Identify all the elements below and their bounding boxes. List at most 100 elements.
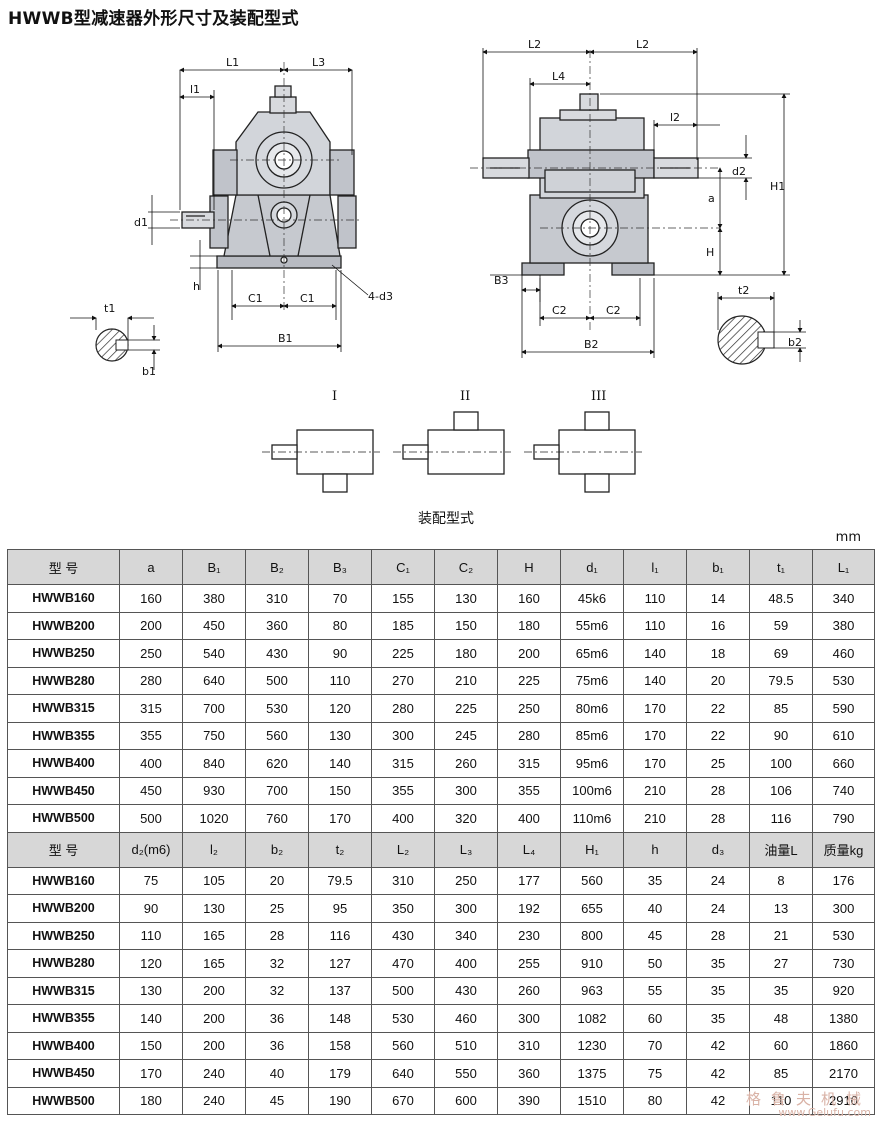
table-cell: 340 (434, 921, 498, 950)
table-cell: 20 (686, 666, 750, 695)
table-cell: 45k6 (560, 584, 624, 613)
table-cell: 260 (434, 749, 498, 778)
table-cell: 28 (686, 921, 750, 950)
side-view (482, 93, 699, 276)
table-cell: 200 (119, 611, 183, 640)
table-cell: 655 (560, 894, 624, 923)
table-cell: 400 (371, 804, 435, 833)
label-C2b: C2 (606, 304, 621, 317)
label-C1a: C1 (248, 292, 263, 305)
table-cell: 910 (560, 949, 624, 978)
model-cell: HWWB450 (7, 776, 120, 805)
table-cell: 225 (434, 694, 498, 723)
table-cell: 24 (686, 866, 750, 895)
mode-labels: I II III (332, 389, 606, 404)
header-cell: d₁ (560, 549, 624, 585)
table-cell: 225 (371, 639, 435, 668)
table-cell: 230 (497, 921, 561, 950)
table-cell: 110m6 (560, 804, 624, 833)
table-cell: 150 (308, 776, 372, 805)
table-cell: 165 (182, 949, 246, 978)
table-cell: 80 (623, 1086, 687, 1115)
table-cell: 380 (812, 611, 875, 640)
mode-label-2: II (460, 389, 470, 404)
table-cell: 13 (749, 894, 813, 923)
table-cell: 110 (623, 584, 687, 613)
table-cell: 18 (686, 639, 750, 668)
table-cell: 360 (497, 1059, 561, 1088)
label-b2: b2 (788, 336, 802, 349)
mode-label-3: III (591, 389, 606, 404)
table-cell: 170 (119, 1059, 183, 1088)
table-cell: 260 (497, 976, 561, 1005)
header-cell: b₁ (686, 549, 750, 585)
header-cell: t₁ (749, 549, 813, 585)
model-cell: HWWB500 (7, 804, 120, 833)
label-L1: L1 (226, 56, 239, 69)
table-cell: 500 (119, 804, 183, 833)
table-cell: 130 (308, 721, 372, 750)
table-cell: 640 (182, 666, 246, 695)
table-cell: 180 (434, 639, 498, 668)
label-b1: b1 (142, 365, 156, 378)
table-cell: 245 (434, 721, 498, 750)
table-cell: 24 (686, 894, 750, 923)
table-cell: 69 (749, 639, 813, 668)
model-cell: HWWB400 (7, 1031, 120, 1060)
table-cell: 1380 (812, 1004, 875, 1033)
key-section-1 (70, 315, 160, 370)
table-cell: 110 (119, 921, 183, 950)
model-cell: HWWB200 (7, 894, 120, 923)
table-cell: 2170 (812, 1059, 875, 1088)
table-cell: 160 (119, 584, 183, 613)
table-cell: 130 (182, 894, 246, 923)
table-cell: 75m6 (560, 666, 624, 695)
header-cell: h (623, 831, 687, 868)
model-cell: HWWB160 (7, 866, 120, 895)
table-cell: 400 (119, 749, 183, 778)
table-cell: 200 (182, 1031, 246, 1060)
table-cell: 560 (245, 721, 309, 750)
label-C1b: C1 (300, 292, 315, 305)
label-h: h (193, 280, 200, 293)
table-cell: 8 (749, 866, 813, 895)
table-cell: 550 (434, 1059, 498, 1088)
table-cell: 35 (623, 866, 687, 895)
table-cell: 170 (623, 694, 687, 723)
header-cell: l₁ (623, 549, 687, 585)
label-L3: L3 (312, 56, 325, 69)
table-cell: 640 (371, 1059, 435, 1088)
mode-label-1: I (332, 389, 337, 404)
table-cell: 60 (749, 1031, 813, 1060)
header-cell: l₂ (182, 831, 246, 868)
label-d1: d1 (134, 216, 148, 229)
table-cell: 250 (434, 866, 498, 895)
assembly-mode-3 (524, 411, 642, 493)
table-cell: 355 (119, 721, 183, 750)
table-cell: 20 (245, 866, 309, 895)
table-cell: 2910 (812, 1086, 875, 1115)
table-cell: 185 (371, 611, 435, 640)
header-cell: 质量kg (812, 831, 875, 868)
table-cell: 130 (119, 976, 183, 1005)
table-cell: 430 (245, 639, 309, 668)
table-cell: 170 (623, 749, 687, 778)
table-cell: 200 (497, 639, 561, 668)
table-cell: 500 (245, 666, 309, 695)
side-centerlines (470, 50, 720, 330)
table-cell: 530 (812, 921, 875, 950)
table-cell: 250 (119, 639, 183, 668)
table-cell: 390 (497, 1086, 561, 1115)
header-cell: B₃ (308, 549, 372, 585)
table-cell: 240 (182, 1059, 246, 1088)
table-cell: 380 (182, 584, 246, 613)
table-cell: 35 (686, 1004, 750, 1033)
table-cell: 90 (749, 721, 813, 750)
